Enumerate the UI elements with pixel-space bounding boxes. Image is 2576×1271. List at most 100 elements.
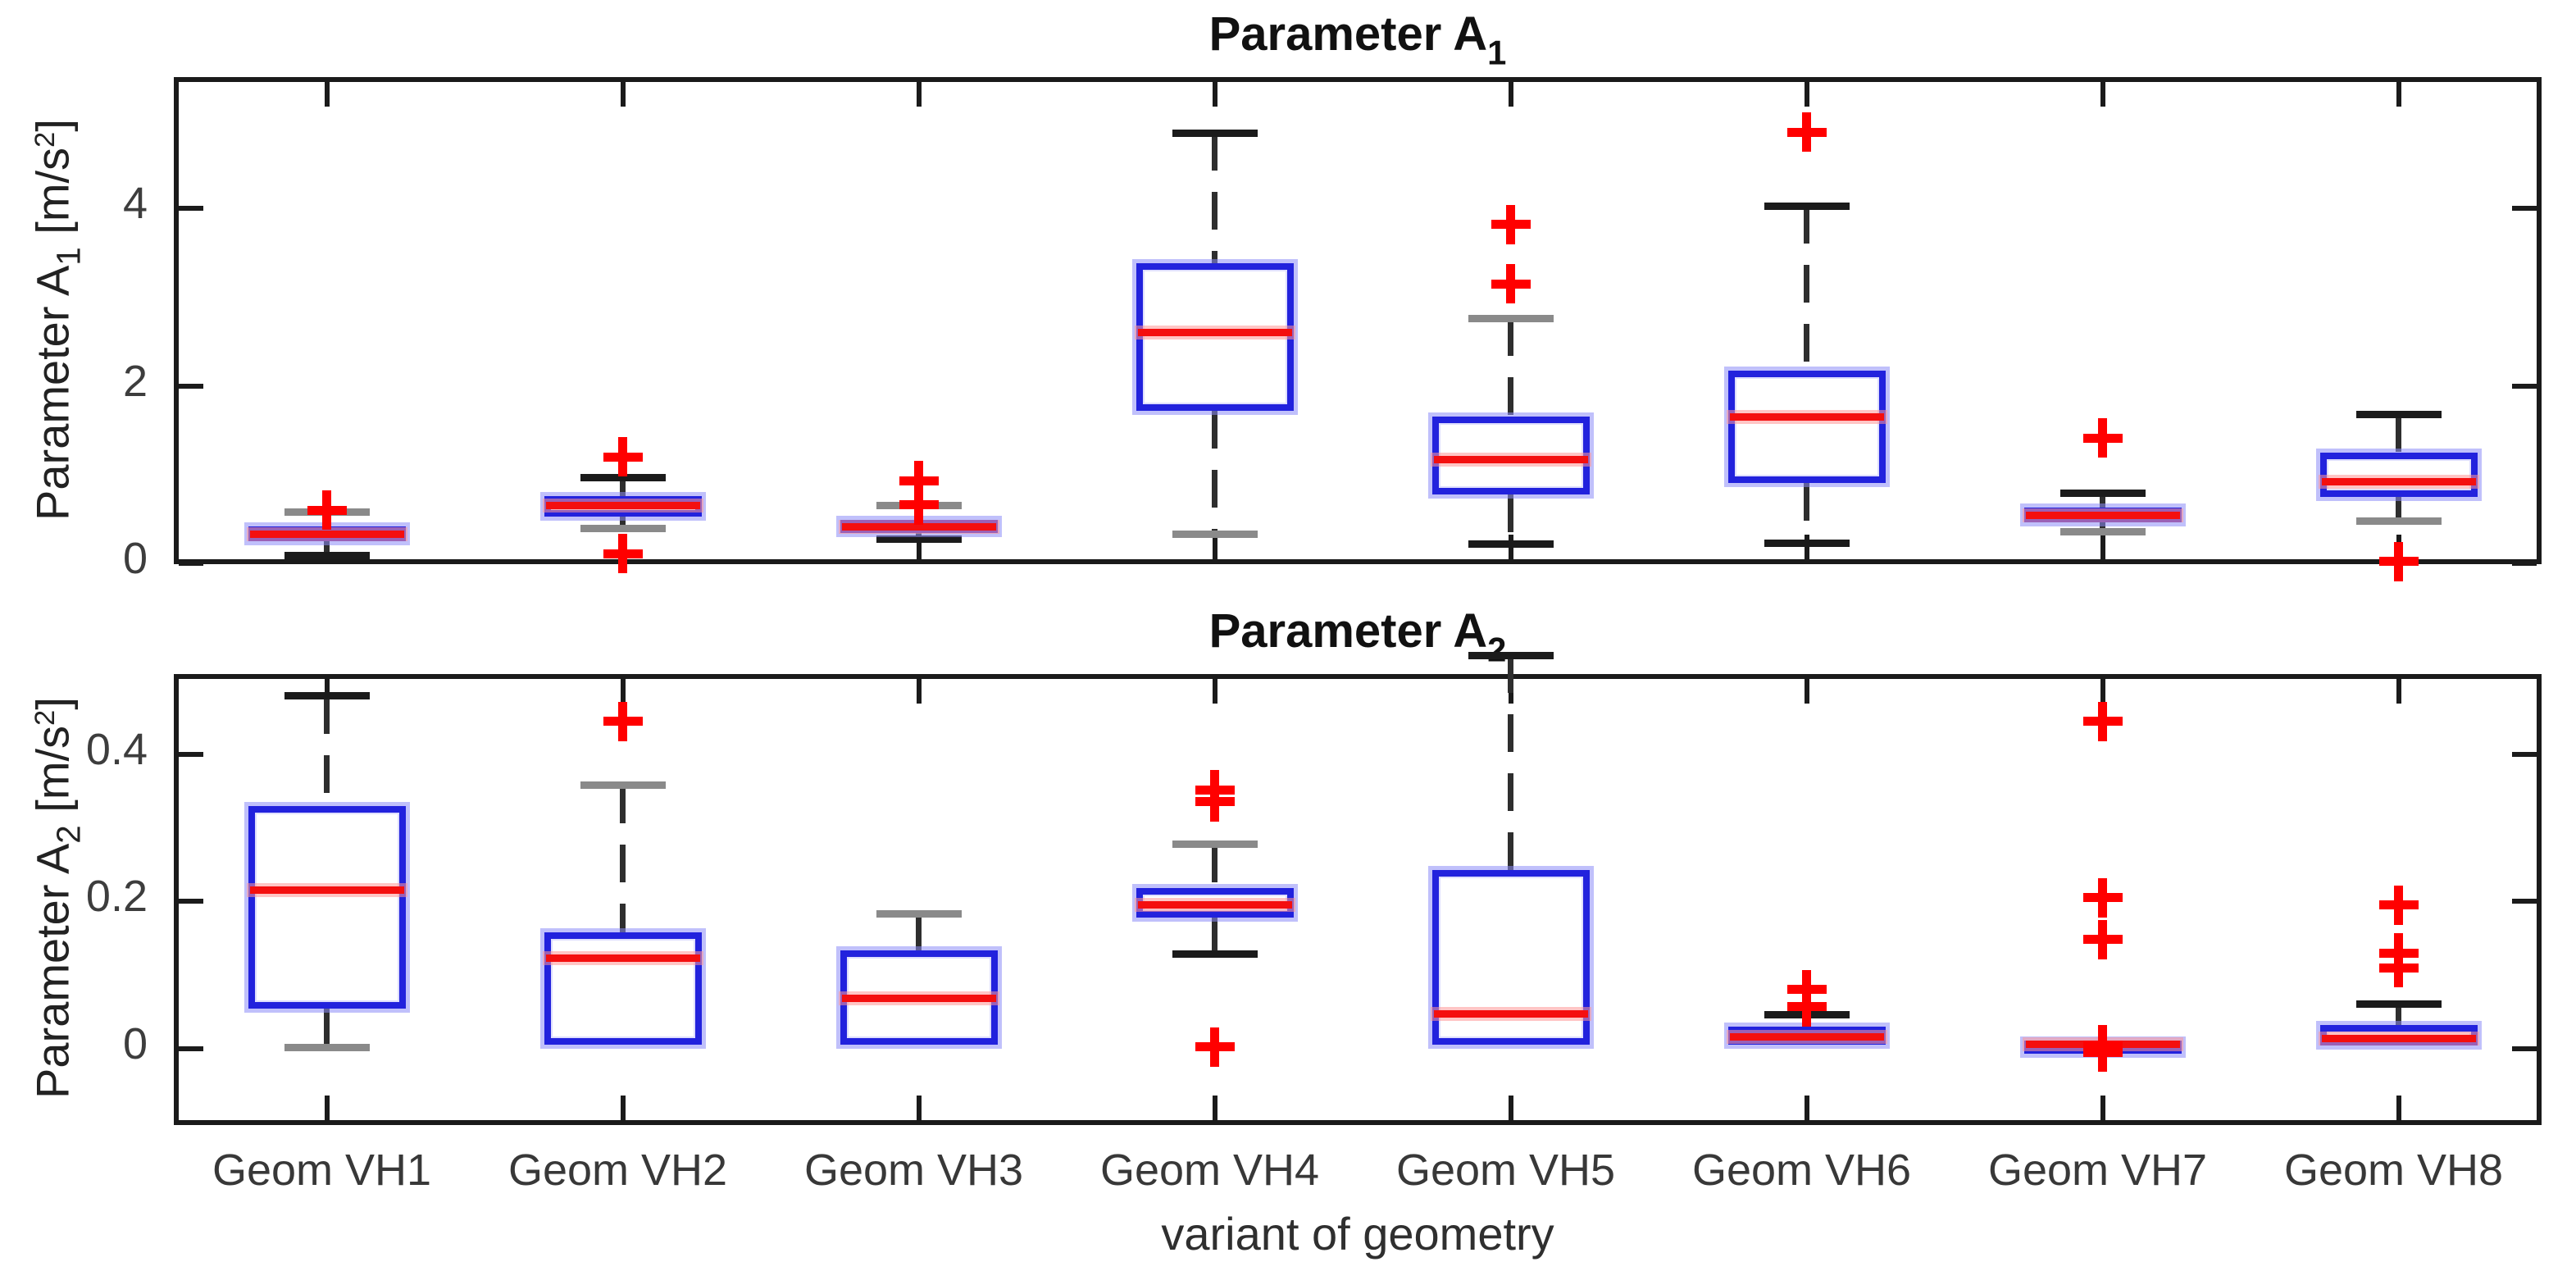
outlier-cross-v [2394,948,2403,988]
outlier-marker [2378,948,2419,988]
bottom-ylabel-unit-close: ] [26,697,79,710]
lower-whisker-cap [284,551,370,559]
top-plot-area [174,77,2542,581]
y-tick-mark-left [179,206,203,212]
lower-whisker [1212,410,1217,535]
y-tick-mark-right [2512,560,2537,566]
x-tick-mark-top [2100,82,2105,107]
upper-whisker [2396,414,2401,453]
outlier-cross-v [1506,204,1515,244]
outlier-marker [603,701,643,741]
x-tick-label: Geom VH1 [212,1146,432,1195]
median-line [1729,412,1884,421]
x-tick-mark-bottom [620,1096,626,1120]
x-tick-label: Geom VH4 [1099,1146,1320,1195]
y-tick-mark-left [179,1046,203,1051]
median-line [1729,1032,1884,1041]
bottom-ylabel-superscript: 2 [30,709,61,726]
upper-whisker-cap [1764,202,1850,210]
upper-whisker-cap [2355,410,2442,418]
y-tick-mark-right [2512,899,2537,904]
outlier-cross-v [914,461,923,501]
top-ylabel-unit-close: ] [26,119,79,132]
top-chart-title-subscript: 1 [1487,33,1507,72]
outlier-cross-v [1210,781,1219,822]
outlier-cross-v [618,701,627,741]
x-tick-label: Geom VH5 [1395,1146,1616,1195]
lower-whisker [1804,482,1809,544]
x-tick-mark-top [2100,679,2105,704]
lower-whisker [324,1009,330,1048]
outlier-cross-v [914,485,923,525]
y-tick-label: 0.4 [85,725,148,775]
x-tick-mark-bottom [324,1096,330,1120]
lower-whisker [620,516,626,529]
x-tick-label: Geom VH8 [2283,1146,2504,1195]
y-tick-mark-left [179,560,203,566]
outlier-cross-v [2098,1032,2107,1073]
outlier-marker [603,534,643,574]
outlier-marker [899,485,939,525]
outlier-marker [2082,877,2123,918]
outlier-marker [1786,986,1827,1027]
outlier-cross-v [322,490,331,531]
y-tick-label: 0.2 [85,872,148,922]
outlier-marker [2082,701,2123,741]
outlier-marker [2378,541,2419,581]
median-line [2321,477,2476,485]
upper-whisker-cap [2355,1000,2442,1009]
iqr-box [1431,869,1590,1046]
y-tick-mark-right [2512,1046,2537,1051]
outlier-marker [307,490,347,531]
outlier-cross-v [2098,919,2107,959]
bottom-ylabel-subscript: 2 [49,825,88,844]
upper-whisker [324,695,330,806]
x-tick-mark-top [1212,679,1217,704]
upper-whisker [1508,655,1513,870]
median-line [249,886,404,895]
lower-whisker-cap [1764,539,1850,547]
outlier-marker [1491,204,1531,244]
median-line [1433,455,1588,463]
outlier-cross-v [1506,264,1515,304]
x-tick-mark-top [324,82,330,107]
outlier-cross-v [1210,1027,1219,1067]
outlier-cross-v [2098,701,2107,741]
upper-whisker-cap [876,910,962,918]
median-line [1137,329,1292,337]
upper-whisker [620,477,626,496]
outlier-marker [1491,264,1531,304]
y-tick-mark-right [2512,752,2537,758]
x-tick-mark-top [324,679,330,704]
outlier-cross-v [618,437,627,477]
y-tick-mark-right [2512,383,2537,389]
lower-whisker-cap [1172,530,1258,538]
x-tick-mark-bottom [1508,1096,1513,1120]
x-tick-label: Geom VH7 [1987,1146,2208,1195]
x-tick-mark-bottom [916,535,922,559]
upper-whisker-cap [284,692,370,700]
x-tick-mark-bottom [916,1096,922,1120]
y-tick-mark-left [179,899,203,904]
iqr-box [248,805,406,1009]
lower-whisker-cap [1172,950,1258,959]
x-axis-label: variant of geometry [1161,1208,1554,1260]
lower-whisker [1508,494,1513,544]
y-tick-mark-left [179,383,203,389]
iqr-box [2319,452,2478,497]
lower-whisker-cap [2355,517,2442,525]
median-line [2025,512,2180,520]
outlier-marker [2378,885,2419,925]
x-tick-mark-bottom [2396,1096,2401,1120]
upper-whisker-cap [580,473,666,481]
upper-whisker-cap [1172,840,1258,849]
outlier-cross-v [2098,418,2107,458]
upper-whisker [620,785,626,933]
x-tick-mark-top [2396,82,2401,107]
lower-whisker [1212,918,1217,954]
outlier-cross-v [618,534,627,574]
upper-whisker-cap [2059,490,2146,497]
outlier-marker [1195,781,1235,822]
outlier-marker [2082,418,2123,458]
